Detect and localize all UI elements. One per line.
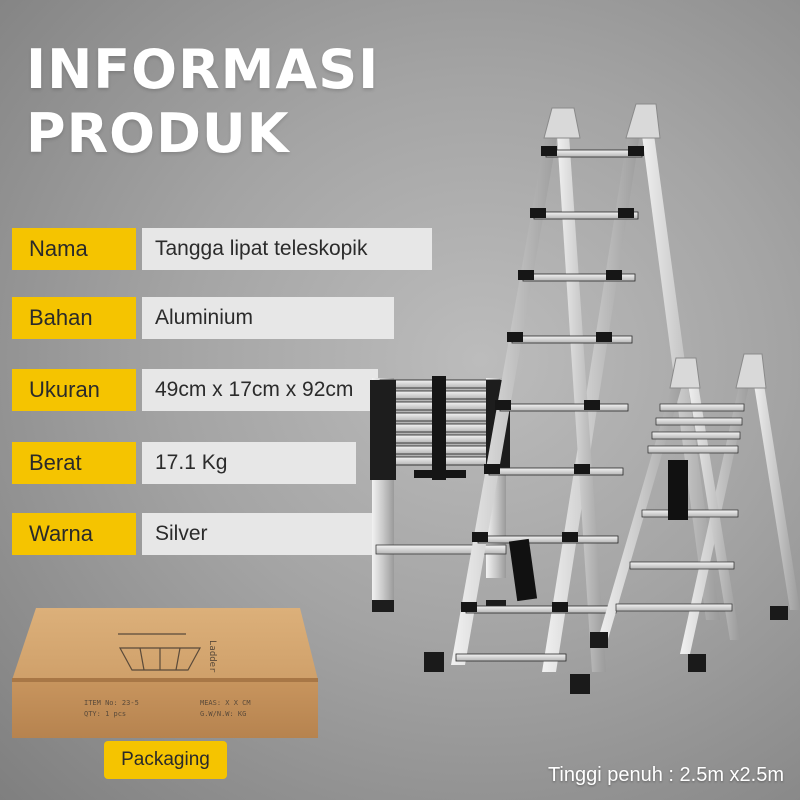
spec-label: Berat	[12, 442, 136, 484]
spec-value: 17.1 Kg	[142, 442, 356, 484]
a-frame-ladder-icon	[590, 353, 800, 672]
spec-value: Tangga lipat teleskopik	[142, 228, 432, 270]
spec-value: Aluminium	[142, 297, 394, 339]
page-title: INFORMASI PRODUK	[26, 38, 379, 166]
spec-label: Warna	[12, 513, 136, 555]
full-height-caption: Tinggi penuh : 2.5m x2.5m	[547, 764, 784, 786]
spec-label: Bahan	[12, 297, 136, 339]
svg-text:Ladder: Ladder	[207, 640, 217, 673]
packaging-label: Packaging	[104, 741, 227, 779]
spec-value: 49cm x 17cm x 92cm	[142, 369, 378, 411]
spec-label: Ukuran	[12, 369, 136, 411]
spec-value: Silver	[142, 513, 378, 555]
spec-label: Nama	[12, 228, 136, 270]
title-line-2: PRODUK	[26, 102, 290, 165]
box-print: QTY: 1 pcs	[84, 710, 126, 718]
box-print: MEAS: X X CM	[200, 699, 251, 707]
box-print: G.W/N.W: KG	[200, 710, 246, 718]
title-line-1: INFORMASI	[26, 38, 380, 101]
box-print: ITEM No: 23-5	[84, 699, 139, 707]
cardboard-box-icon: Ladder MEAS: X X CM ITEM No: 23-5 G.W/N.…	[12, 608, 318, 738]
